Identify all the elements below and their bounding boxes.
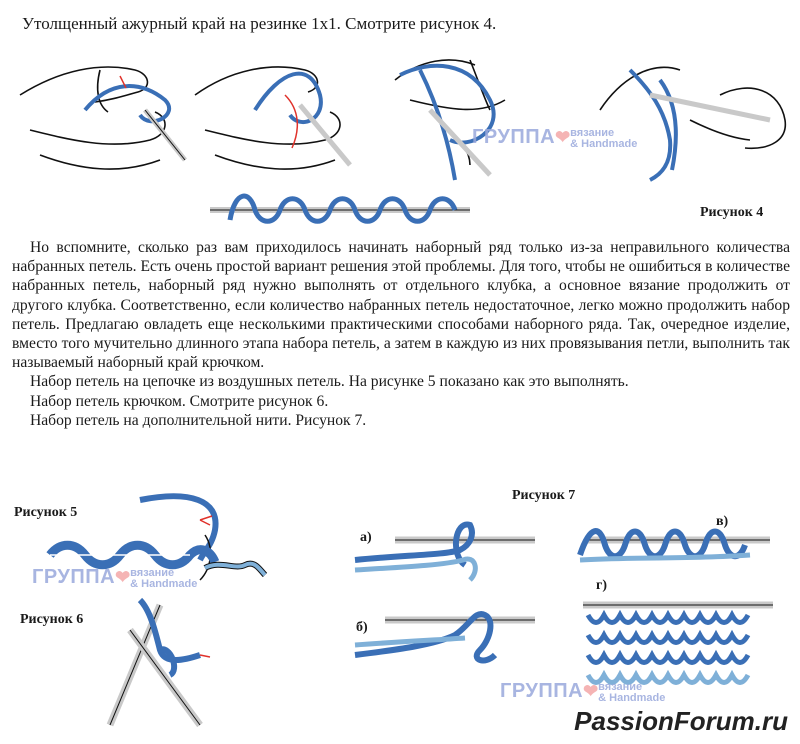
- caption-figure-4: Рисунок 4: [700, 205, 764, 220]
- watermark-bottom: ГРУППА❤вязание& Handmade: [500, 680, 666, 704]
- paragraph-1: Но вспомните, сколько раз вам приходилос…: [12, 239, 790, 372]
- figure-7g: [583, 601, 773, 685]
- site-watermark: PassionForum.ru: [574, 706, 788, 736]
- watermark-top: ГРУППА❤вязание& Handmade: [472, 126, 638, 150]
- watermark-mid-left: ГРУППА❤вязание& Handmade: [32, 566, 198, 590]
- figure-5-chain-cast-on: [46, 493, 268, 581]
- caption-figure-7: Рисунок 7: [512, 488, 576, 503]
- figure-7a: [354, 521, 535, 582]
- caption-figure-7-b: б): [356, 620, 368, 635]
- figure-7v: [577, 528, 770, 563]
- figure-6-crochet-cast-on: [106, 597, 211, 728]
- hand-illustration-2: [194, 66, 341, 170]
- figure-7b: [354, 611, 535, 664]
- caption-figure-7-g: г): [596, 578, 608, 593]
- caption-figure-7-a: а): [360, 530, 372, 545]
- paragraph-2: Набор петель на цепочке из воздушных пет…: [30, 373, 629, 391]
- figure-4-hand-illustrations: [19, 59, 787, 224]
- paragraph-3: Набор петель крючком. Смотрите рисунок 6…: [30, 392, 329, 410]
- caption-figure-6: Рисунок 6: [20, 612, 84, 627]
- chain-stitches: [46, 540, 220, 570]
- caption-figure-7-v: в): [716, 514, 729, 529]
- page-title: Утолщенный ажурный край на резинке 1х1. …: [22, 14, 497, 33]
- cast-on-loops: [227, 193, 458, 224]
- body-text: Но вспомните, сколько раз вам приходилос…: [12, 238, 790, 430]
- caption-figure-5: Рисунок 5: [14, 505, 78, 520]
- paragraph-4: Набор петель на дополнительной нити. Рис…: [30, 411, 367, 429]
